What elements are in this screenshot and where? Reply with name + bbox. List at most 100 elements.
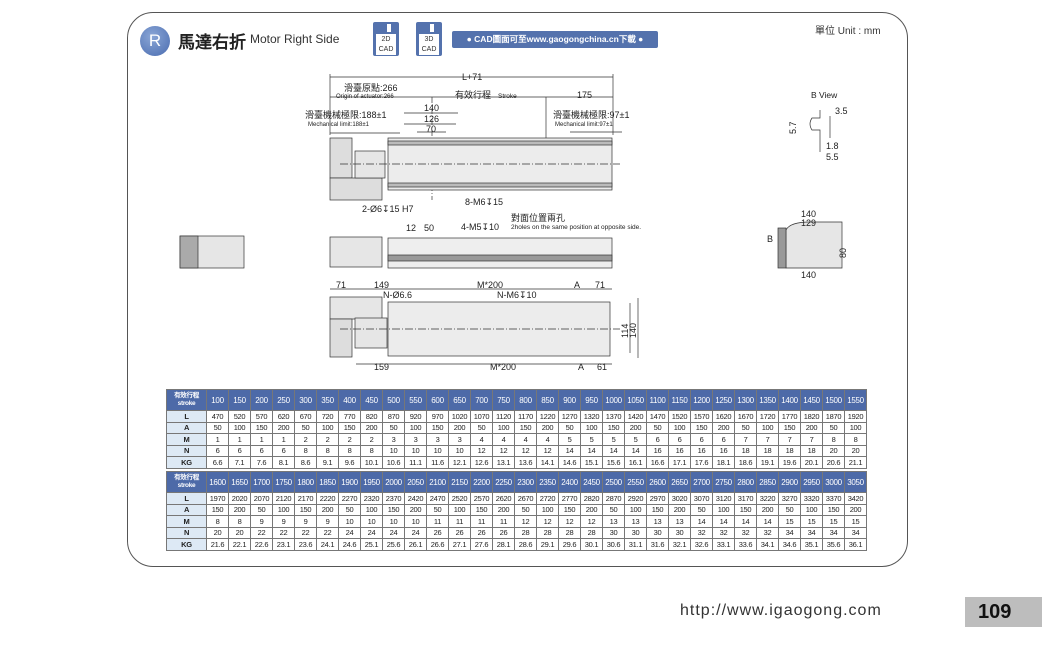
table-cell: 28 — [514, 526, 537, 539]
table-cell: 16 — [668, 444, 691, 457]
table-cell: 1270 — [558, 410, 581, 423]
table-cell: 1750 — [272, 471, 295, 493]
table-cell: 200 — [316, 503, 339, 516]
table-cell: 13 — [646, 515, 669, 528]
table-cell: 50 — [206, 421, 229, 434]
page-title: 馬達右折 — [178, 33, 246, 52]
table-cell: 5 — [624, 433, 647, 446]
table-cell: 8 — [316, 444, 339, 457]
table-cell: 2820 — [580, 492, 603, 505]
dim-50: 50 — [424, 223, 434, 233]
table-cell: 100 — [206, 389, 229, 411]
table-cell: 100 — [712, 503, 735, 516]
table-cell: 2350 — [536, 471, 559, 493]
table-cell: 200 — [668, 503, 691, 516]
table-cell: 1650 — [228, 471, 251, 493]
table-cell: 8 — [228, 515, 251, 528]
table-cell: 1300 — [734, 389, 757, 411]
table-cell: 22 — [316, 526, 339, 539]
table-cell: 2970 — [646, 492, 669, 505]
table-cell: 1400 — [778, 389, 801, 411]
table-cell: 150 — [690, 421, 713, 434]
table-cell: 2650 — [668, 471, 691, 493]
table-cell: 50 — [514, 503, 537, 516]
opposite-en: 2holes on the same position at opposite … — [511, 224, 641, 231]
table-cell: 2300 — [514, 471, 537, 493]
table-cell: 8 — [360, 444, 383, 457]
table-cell: 2850 — [756, 471, 779, 493]
table-cell: 150 — [294, 503, 317, 516]
mech-right-en: Mechanical limit:97±1 — [555, 122, 613, 128]
table-cell: 28 — [580, 526, 603, 539]
table-cell: 200 — [250, 389, 273, 411]
table-cell: 200 — [712, 421, 735, 434]
row-label: N — [166, 526, 207, 539]
table-cell: 1550 — [844, 389, 867, 411]
table-cell: 550 — [404, 389, 427, 411]
table-cell: 30 — [646, 526, 669, 539]
table-cell: 28.1 — [492, 538, 515, 551]
table-cell: 12.6 — [470, 456, 493, 469]
table-cell: 150 — [250, 421, 273, 434]
table-cell: 4 — [536, 433, 559, 446]
table-cell: 2550 — [624, 471, 647, 493]
footer-url[interactable]: http://www.igaogong.com — [680, 602, 882, 619]
table-cell: 150 — [734, 503, 757, 516]
table-cell: 1120 — [492, 410, 515, 423]
table-cell: 2150 — [448, 471, 471, 493]
table-cell: 50 — [822, 421, 845, 434]
table-cell: 16 — [646, 444, 669, 457]
table-cell: 1870 — [822, 410, 845, 423]
table-cell: 30 — [602, 526, 625, 539]
table-cell: 19.6 — [778, 456, 801, 469]
table-cell: 3320 — [800, 492, 823, 505]
page-frame — [127, 12, 908, 567]
table-cell: 3 — [404, 433, 427, 446]
cad-3d-label-2: CAD — [421, 46, 437, 53]
table-cell: 10 — [382, 444, 405, 457]
dim-140: 140 — [424, 103, 439, 113]
table-cell: 1420 — [624, 410, 647, 423]
table-cell: 20.1 — [800, 456, 823, 469]
cad-download-note[interactable]: ● CAD圖面可至www.gaogongchina.cn下載 ● — [452, 31, 658, 48]
table-cell: 30 — [668, 526, 691, 539]
dim-end-129: 129 — [801, 218, 816, 228]
table-cell: 18 — [800, 444, 823, 457]
table-cell: 1 — [228, 433, 251, 446]
table-cell: 50 — [690, 503, 713, 516]
table-cell: 5 — [602, 433, 625, 446]
table-cell: 11.6 — [426, 456, 449, 469]
origin-cn: 滑臺原點:266 — [344, 82, 398, 93]
table-cell: 2600 — [646, 471, 669, 493]
table-cell: 2950 — [800, 471, 823, 493]
table-cell: 27.6 — [470, 538, 493, 551]
table-cell: 7 — [800, 433, 823, 446]
table-cell: 200 — [492, 503, 515, 516]
table-cell: 10 — [404, 444, 427, 457]
table-cell: 32 — [756, 526, 779, 539]
table-cell: 12.1 — [448, 456, 471, 469]
table-cell: 100 — [316, 421, 339, 434]
table-cell: 10.1 — [360, 456, 383, 469]
table-cell: 24 — [338, 526, 361, 539]
table-cell: 14.6 — [558, 456, 581, 469]
table-cell: 200 — [800, 421, 823, 434]
table-cell: 12 — [470, 444, 493, 457]
table-cell: 200 — [228, 503, 251, 516]
row-label: N — [166, 444, 207, 457]
table-cell: 35.6 — [822, 538, 845, 551]
table-cell: 620 — [272, 410, 295, 423]
table-cell: 570 — [250, 410, 273, 423]
table-cell: 11 — [470, 515, 493, 528]
table-cell: 1220 — [536, 410, 559, 423]
row-header-cn: 有效行程 — [174, 474, 199, 481]
table-cell: 10 — [404, 515, 427, 528]
table-cell: 200 — [624, 421, 647, 434]
